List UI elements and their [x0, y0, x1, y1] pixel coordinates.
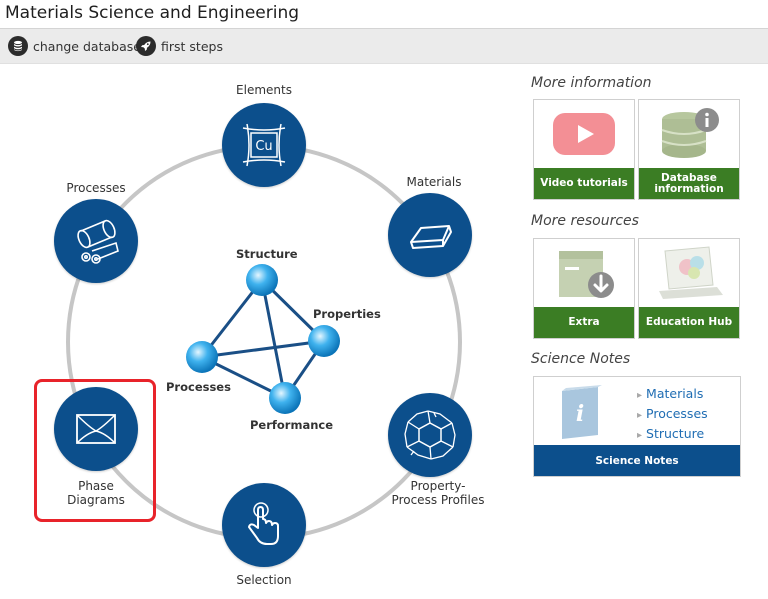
toolbar: change database first steps: [0, 29, 768, 64]
rocket-icon: [136, 36, 156, 56]
tetra-label-performance: Performance: [250, 418, 334, 432]
database-information-caption: Database information: [639, 168, 739, 199]
science-notes-title: Science Notes: [531, 351, 631, 367]
extra-tile[interactable]: Extra: [533, 238, 635, 339]
pointing-hand-icon: [248, 502, 279, 545]
materials-label: Materials: [406, 175, 462, 189]
selection-label: Selection: [236, 573, 292, 587]
extra-caption: Extra: [534, 307, 634, 338]
laptop-icon: [659, 246, 723, 299]
processes-node[interactable]: [54, 199, 138, 283]
tetrahedron-performance-ball: [269, 382, 301, 414]
microstructure-icon: [404, 410, 456, 460]
video-play-icon: [553, 113, 615, 155]
science-notes-button[interactable]: Science Notes: [534, 445, 740, 476]
tetrahedron-properties-ball: [308, 325, 340, 357]
video-tutorials-tile[interactable]: Video tutorials: [533, 99, 635, 200]
database-icon: [8, 36, 28, 56]
phase-diagrams-label: Phase Diagrams: [67, 479, 125, 507]
property-process-profiles-label: Property- Process Profiles: [391, 479, 485, 507]
selection-node[interactable]: [222, 483, 306, 567]
title-bar: Materials Science and Engineering: [0, 0, 768, 29]
property-process-profiles-node[interactable]: [388, 393, 472, 477]
education-hub-tile[interactable]: Education Hub: [638, 238, 740, 339]
video-tutorials-caption: Video tutorials: [534, 168, 634, 199]
copper-element-icon: Cu: [242, 123, 286, 167]
tetra-label-processes: Processes: [166, 380, 231, 394]
education-hub-caption: Education Hub: [639, 307, 739, 338]
first-steps-label: first steps: [161, 38, 223, 54]
first-steps-button[interactable]: first steps: [136, 35, 223, 57]
science-notes-links: Materials Processes Structure: [637, 385, 708, 445]
change-database-button[interactable]: change database: [8, 35, 141, 57]
info-book-icon: i: [562, 385, 602, 439]
science-notes-link-structure[interactable]: Structure: [637, 425, 708, 445]
database-info-icon: [661, 108, 719, 158]
rolling-process-icon: [77, 219, 119, 264]
tetra-label-structure: Structure: [236, 247, 298, 261]
window-title: Materials Science and Engineering: [5, 3, 300, 23]
tetrahedron-processes-ball: [186, 341, 218, 373]
svg-text:Cu: Cu: [255, 139, 272, 154]
tetra-label-properties: Properties: [313, 307, 381, 321]
science-notes-panel: i Materials Processes Structure Science …: [533, 376, 741, 477]
database-information-tile[interactable]: Database information: [638, 99, 740, 200]
processes-label: Processes: [66, 181, 126, 195]
elements-node[interactable]: Cu: [222, 103, 306, 187]
change-database-label: change database: [33, 38, 141, 54]
phase-diagrams-node[interactable]: [54, 387, 138, 471]
more-information-title: More information: [531, 75, 652, 91]
ingot-icon: [410, 225, 452, 249]
elements-label: Elements: [236, 83, 292, 97]
tetrahedron-structure-ball: [246, 264, 278, 296]
science-notes-link-processes[interactable]: Processes: [637, 405, 708, 425]
science-notes-link-materials[interactable]: Materials: [637, 385, 708, 405]
materials-node[interactable]: [388, 193, 472, 277]
more-resources-title: More resources: [531, 213, 639, 229]
phase-diagrams-highlight: [34, 379, 156, 522]
svg-text:i: i: [576, 401, 584, 427]
download-box-icon: [559, 251, 614, 298]
phase-diagram-icon: [76, 414, 116, 444]
